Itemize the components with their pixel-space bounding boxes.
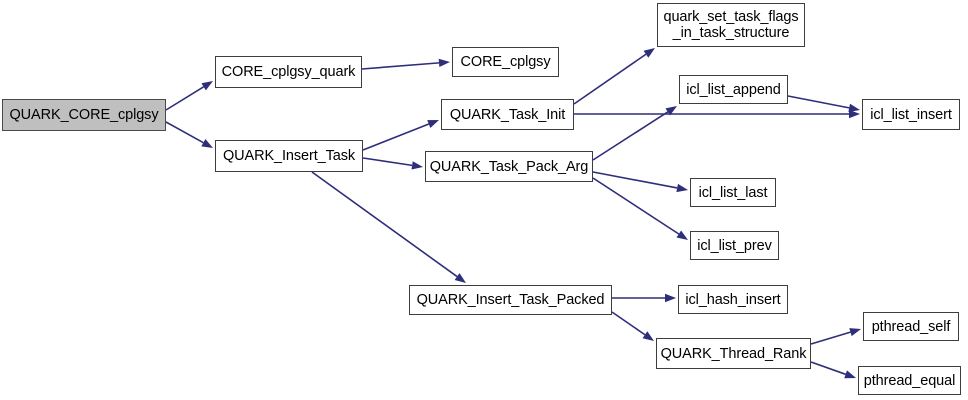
- edge-quark-core-cplgsy-to-quark-insert-task: [165, 121, 204, 144]
- edge-quark-task-pack-arg-to-icl-list-append: [592, 111, 669, 161]
- edge-quark-insert-task-to-quark-insert-task-packed: [311, 171, 458, 278]
- edge-quark-task-pack-arg-to-icl-list-last: [592, 171, 678, 189]
- edge-quark-task-init-to-quark-set-task-flags: [573, 53, 647, 105]
- arrowhead-icon: [427, 120, 439, 128]
- node-icl-list-prev[interactable]: icl_list_prev: [690, 231, 779, 260]
- node-icl-hash-insert[interactable]: icl_hash_insert: [678, 285, 788, 314]
- node-label: quark_set_task_flags _in_task_structure: [663, 9, 799, 41]
- node-icl-list-insert[interactable]: icl_list_insert: [862, 99, 960, 130]
- arrowhead-icon: [848, 103, 860, 113]
- node-label: CORE_cplgsy_quark: [221, 64, 356, 80]
- node-quark-insert-task-packed[interactable]: QUARK_Insert_Task_Packed: [409, 285, 612, 315]
- arrowhead-icon: [438, 58, 450, 68]
- node-label: QUARK_Thread_Rank: [660, 345, 807, 362]
- arrowhead-icon: [676, 230, 688, 240]
- arrowhead-icon: [201, 139, 213, 148]
- edge-quark-insert-task-to-quark-task-pack-arg: [362, 157, 413, 167]
- node-core-cplgsy[interactable]: CORE_cplgsy: [452, 47, 559, 77]
- node-label: icl_list_last: [698, 184, 768, 201]
- edge-quark-insert-task-to-quark-task-init: [362, 123, 430, 151]
- arrowhead-icon: [844, 370, 856, 379]
- node-label: CORE_cplgsy: [460, 54, 551, 70]
- arrowhead-icon: [676, 183, 688, 193]
- node-label: icl_list_prev: [697, 237, 772, 254]
- edge-icl-list-append-to-icl-list-insert: [787, 95, 850, 109]
- node-quark-task-pack-arg[interactable]: QUARK_Task_Pack_Arg: [425, 151, 593, 182]
- node-label: pthread_self: [871, 318, 951, 335]
- node-label: QUARK_CORE_cplgsy: [9, 107, 159, 123]
- arrowhead-icon: [643, 48, 655, 58]
- node-icl-list-append[interactable]: icl_list_append: [679, 75, 788, 104]
- node-icl-list-last[interactable]: icl_list_last: [690, 178, 776, 207]
- arrowhead-icon: [665, 106, 677, 116]
- node-quark-insert-task[interactable]: QUARK_Insert_Task: [215, 140, 363, 172]
- arrowhead-icon: [411, 161, 423, 170]
- node-quark-task-init[interactable]: QUARK_Task_Init: [441, 99, 574, 130]
- node-label: icl_list_append: [686, 81, 781, 98]
- edge-quark-thread-rank-to-pthread-self: [810, 331, 851, 345]
- arrowhead-icon: [201, 81, 213, 91]
- edge-core-cplgsy-quark-to-core-cplgsy: [361, 62, 440, 70]
- edge-quark-thread-rank-to-pthread-equal: [810, 361, 846, 376]
- node-label: QUARK_Task_Pack_Arg: [429, 158, 589, 175]
- node-pthread-self[interactable]: pthread_self: [863, 312, 959, 341]
- node-core-cplgsy-quark[interactable]: CORE_cplgsy_quark: [215, 56, 362, 88]
- edge-quark-task-pack-arg-to-icl-list-prev: [592, 177, 680, 235]
- node-label: icl_list_insert: [870, 106, 952, 123]
- arrowhead-icon: [849, 109, 860, 119]
- node-quark-thread-rank[interactable]: QUARK_Thread_Rank: [656, 338, 811, 369]
- edge-quark-insert-task-packed-to-quark-thread-rank: [611, 311, 646, 336]
- edge-quark-core-cplgsy-to-core-cplgsy-quark: [165, 86, 205, 111]
- node-quark-core-cplgsy[interactable]: QUARK_CORE_cplgsy: [2, 99, 166, 131]
- node-pthread-equal[interactable]: pthread_equal: [858, 366, 961, 395]
- node-label: pthread_equal: [863, 372, 956, 389]
- node-label: QUARK_Insert_Task_Packed: [416, 292, 605, 308]
- arrowhead-icon: [454, 273, 466, 283]
- node-quark-set-task-flags[interactable]: quark_set_task_flags _in_task_structure: [657, 3, 805, 47]
- arrowhead-icon: [642, 331, 654, 341]
- node-label: icl_hash_insert: [685, 291, 781, 308]
- arrowhead-icon: [665, 293, 676, 303]
- node-label: QUARK_Insert_Task: [222, 148, 356, 164]
- node-label: QUARK_Task_Init: [449, 106, 566, 123]
- arrowhead-icon: [849, 328, 861, 337]
